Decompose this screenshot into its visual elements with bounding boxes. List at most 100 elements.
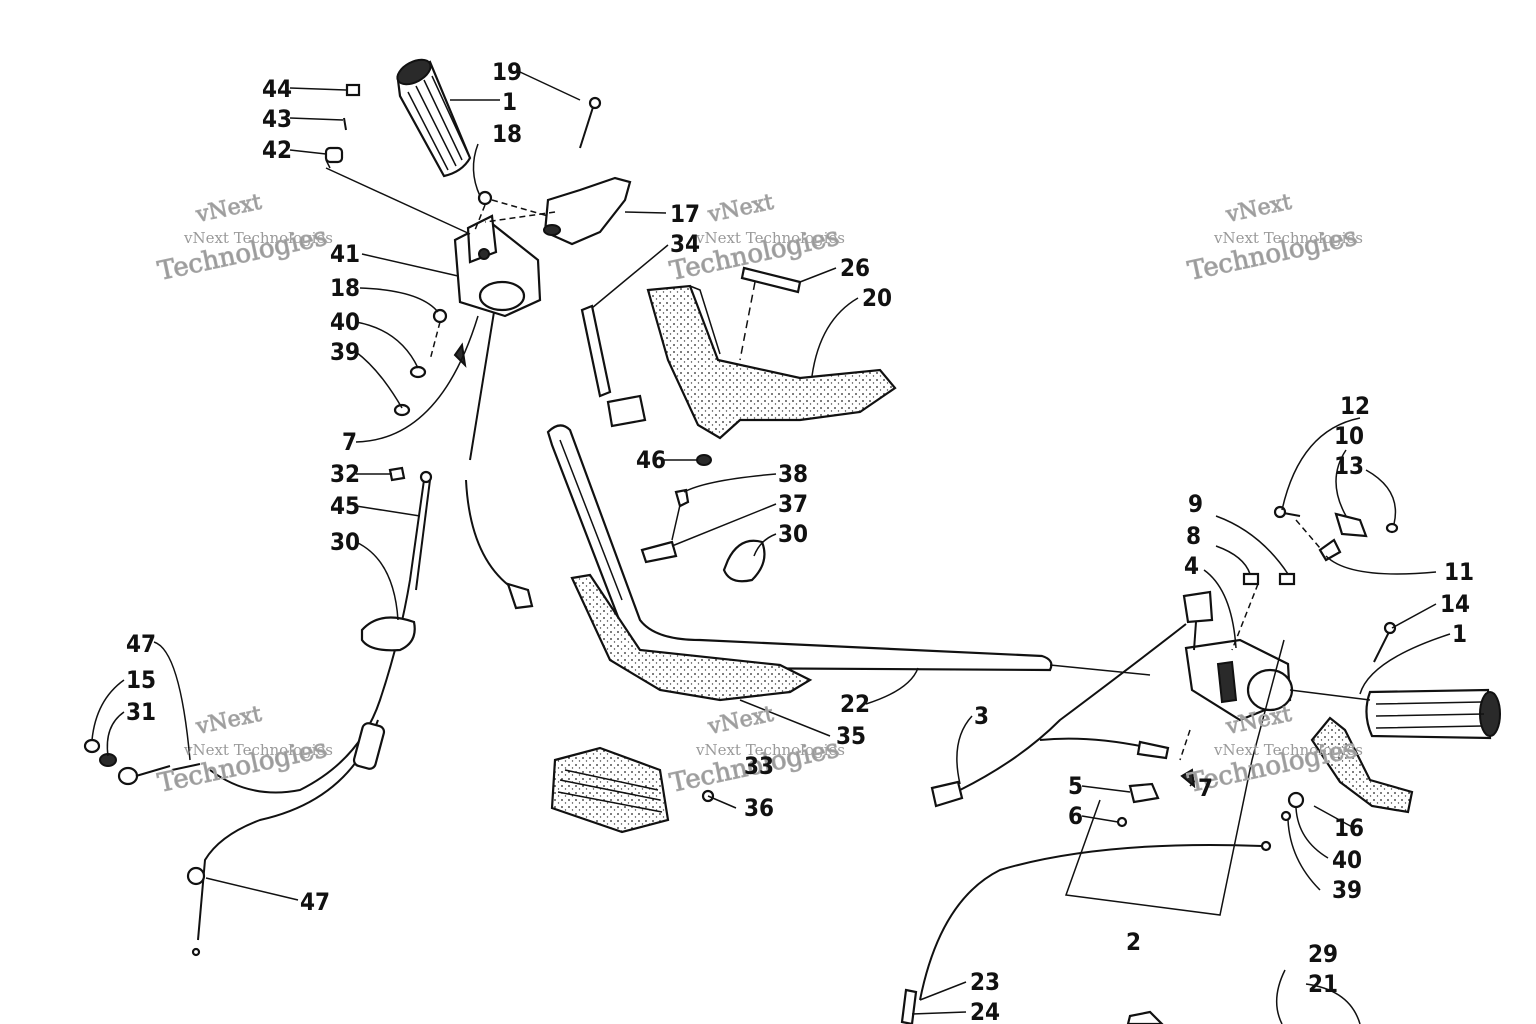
leader-lines [91,71,1451,1024]
callout-label: 13 [1334,452,1364,480]
callout-label: 7 [342,428,357,456]
callout-label: 5 [1068,772,1083,800]
part-18-upper [477,190,493,206]
callout-label: 38 [778,460,808,488]
callout-label: 47 [126,630,156,658]
pin-19-part [579,103,595,149]
screw-38-part [674,488,690,508]
callout-label: 1 [502,88,517,116]
callout-label: 33 [744,752,774,780]
callout-label: 14 [1440,590,1470,618]
callout-label: 18 [330,274,360,302]
callout-label: 46 [636,446,666,474]
callout-label: 8 [1186,522,1201,550]
watermark-text: vNext Technologies [695,741,845,759]
brake-cable-part [919,844,1263,1001]
callout-label: 30 [778,520,808,548]
callout-label: 12 [1340,392,1370,420]
callout-label: 45 [330,492,360,520]
watermark-text: vNext Technologies [1213,741,1363,759]
callout-label: 6 [1068,802,1083,830]
ring-30-part [722,539,766,583]
pin-26-part [739,266,802,361]
callout-label: 36 [744,794,774,822]
callout-label: 16 [1334,814,1364,842]
callout-label: 35 [836,722,866,750]
callout-label: 30 [330,528,360,556]
callout-label: 32 [330,460,360,488]
callout-label: 9 [1188,490,1203,518]
callout-label: 47 [300,888,330,916]
callout-label: 19 [492,58,522,86]
part-8 [1242,572,1260,586]
callout-label: 37 [778,490,808,518]
callout-label: 39 [1332,876,1362,904]
riser-pad-part [570,573,813,702]
part-5 [1128,782,1160,804]
callout-label: 3 [974,702,989,730]
callout-label: 44 [262,75,292,103]
part-42 [324,146,344,164]
watermark-text: vNext [705,190,776,228]
watermark-text: vNext Technologies [1213,229,1363,247]
callout-label: 20 [862,284,892,312]
callout-label: 17 [670,200,700,228]
watermark-text: vNext [193,702,264,740]
callout-label: 4 [1184,552,1199,580]
callout-label: 42 [262,136,292,164]
callout-label: 39 [330,338,360,366]
watermark-text: vNext [705,702,776,740]
watermark-text: vNext [193,190,264,228]
handlebar-pad-part [646,284,897,440]
callout-label: 21 [1308,970,1338,998]
brake-lever-part [1310,716,1414,814]
callout-label: 7 [1198,774,1213,802]
callout-label: 26 [840,254,870,282]
parts-illustration [83,58,1501,1024]
part-39-left [393,403,411,417]
callout-label: 40 [1332,846,1362,874]
left-grip-part [396,58,472,178]
part-40-left [409,365,427,379]
part-44 [345,83,361,97]
callout-label: 1 [1452,620,1467,648]
callout-label: 22 [840,690,870,718]
part-7-right [1180,768,1196,789]
watermark-text: vNext [1223,190,1294,228]
throttle-switch-wire [465,479,516,591]
callout-label: 18 [492,120,522,148]
watermark-text: vNext Technologies [183,741,333,759]
watermark-text: vNext Technologies [695,229,845,247]
callout-label: 29 [1308,940,1338,968]
right-switch-housing-part [1182,590,1294,722]
part-43 [343,117,347,131]
callout-label: 34 [670,230,700,258]
part-6 [1116,816,1128,828]
callout-label: 11 [1444,558,1474,586]
callout-label: 41 [330,240,360,268]
callout-label: 24 [970,998,1000,1024]
callout-label: 43 [262,105,292,133]
part-9 [1278,572,1296,586]
right-wiring-harness [930,623,1187,808]
part-18-lower [432,308,448,324]
bracket-34-part [580,304,647,428]
callout-label: 31 [126,698,156,726]
part-46 [696,454,712,466]
callout-label: 40 [330,308,360,336]
left-cable-assembly [83,466,433,957]
watermark-text: vNext Technologies [183,229,333,247]
callout-label: 10 [1334,422,1364,450]
callout-label: 23 [970,968,1000,996]
callout-label: 2 [1126,928,1141,956]
right-grip-part [1365,688,1501,740]
clamp-37-part [640,540,678,564]
module-36-part [550,746,670,834]
callout-label: 15 [126,666,156,694]
